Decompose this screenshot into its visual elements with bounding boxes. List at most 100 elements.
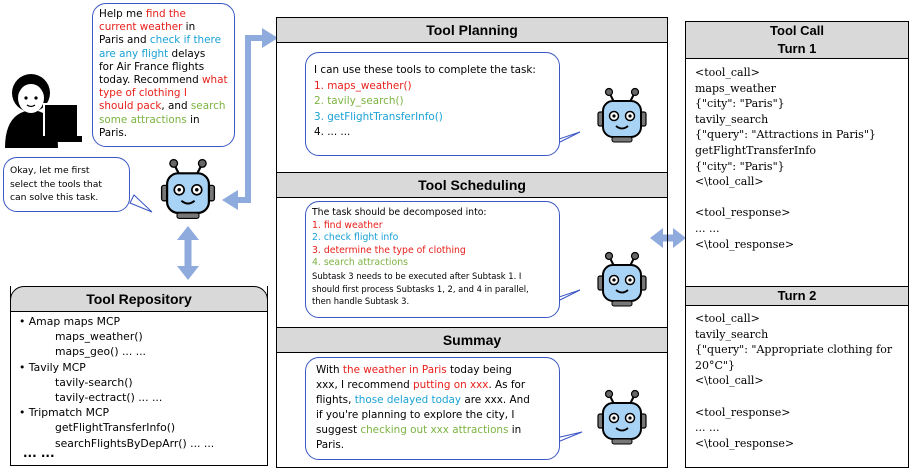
- turn1-line: {"query": "Attractions in Paris"}: [695, 128, 876, 142]
- panel-toolcall-arrow: [650, 228, 686, 248]
- repository-tool-name: maps_weather(): [55, 330, 143, 344]
- summary-line: With the weather in Paris today being: [316, 363, 549, 378]
- turn1-line: tavily_search: [695, 112, 769, 126]
- repository-mcp-name: • Amap maps MCP: [19, 315, 121, 328]
- user-request-line: for Air France flights: [99, 61, 228, 74]
- user-request-text: search: [190, 100, 226, 113]
- summary-text: . As for: [488, 379, 526, 392]
- summary-line: suggest checking out xxx attractions in: [316, 423, 549, 438]
- turn1-line: getFlightTransferInfo: [695, 143, 817, 157]
- turn2-line: [695, 389, 892, 405]
- user-request-text: should pack: [99, 100, 162, 113]
- turn2-line: tavily_search: [695, 327, 769, 341]
- repository-tool-name: tavily-search(): [55, 375, 133, 389]
- user-request-line: some attractions in: [99, 114, 228, 127]
- turn2-line: {"query": "Appropriate clothing for: [695, 343, 893, 357]
- turn2-header: Turn 2: [686, 286, 908, 306]
- scheduling-note-line: should first process Subtasks 1, 2, and …: [312, 283, 529, 294]
- user-request-line: should pack, and search: [99, 100, 228, 113]
- user-request-line: Paris.: [99, 127, 228, 140]
- summary-text: checking out xxx attractions: [360, 424, 509, 437]
- tool-call-title: Tool Call: [686, 22, 908, 41]
- tool-repository-panel: Tool Repository • Amap maps MCP maps_weat…: [10, 286, 268, 466]
- repository-mcp-name: • Tavily MCP: [19, 360, 86, 374]
- turn1-header: Turn 1: [686, 40, 908, 59]
- tool-planning-title: Tool Planning: [277, 18, 667, 43]
- planning-item: 2. tavily_search(): [314, 95, 404, 107]
- turn1-line: {"city": "Paris"}: [695, 97, 785, 111]
- turn2-line: <\tool_response>: [695, 436, 795, 450]
- agent-reply-line: can solve this task.: [10, 192, 99, 203]
- robot-to-planning-arrow: [229, 35, 265, 203]
- summary-text: Paris.: [316, 439, 345, 452]
- tool-scheduling-panel: Tool Scheduling: [276, 172, 668, 328]
- summary-line: xxx, I recommend putting on xxx. As for: [316, 378, 549, 393]
- user-icon: [5, 74, 82, 148]
- scheduling-bubble: The task should be decomposed into: 1. f…: [305, 201, 560, 318]
- scheduling-item: 3. determine the type of clothing: [312, 244, 466, 256]
- user-request-text: today. Recommend: [99, 74, 203, 87]
- turn2-line: ... ...: [695, 421, 720, 435]
- agent-reply-line: select the tools that: [10, 178, 102, 190]
- user-request-line: type of clothing I: [99, 87, 228, 100]
- user-request-text: delays: [168, 47, 206, 60]
- user-request-text: find the: [145, 8, 186, 20]
- summary-text: if you're planning to explore the city, …: [316, 409, 515, 422]
- tool-planning-panel: Tool Planning: [276, 17, 668, 173]
- user-request-line: are any flight delays: [99, 48, 228, 61]
- summary-text: those delayed today: [354, 394, 462, 407]
- turn2-line: 20°C"}: [695, 358, 735, 372]
- user-request-text: current weather: [99, 21, 183, 34]
- turn1-line: maps_weather: [695, 81, 776, 95]
- robot-repository-arrow: [177, 226, 199, 280]
- planning-item: 4. ... ...: [314, 126, 351, 138]
- turn1-line: <\tool_call>: [695, 175, 764, 189]
- user-request-text: what: [202, 74, 228, 87]
- turn1-line: [695, 190, 876, 206]
- planning-item: 3. getFlightTransferInfo(): [314, 110, 443, 123]
- user-request-text: , and: [161, 100, 191, 113]
- user-request-text: some attractions: [99, 113, 187, 126]
- user-request-line: current weather in: [99, 21, 228, 34]
- summary-text: today being: [446, 364, 512, 376]
- summary-line: if you're planning to explore the city, …: [316, 408, 549, 423]
- scheduling-item: 4. search attractions: [312, 257, 408, 269]
- turn2-line: <tool_response>: [695, 405, 791, 419]
- summary-line: flights, those delayed today are xxx. An…: [316, 393, 549, 408]
- user-request-line: today. Recommend what: [99, 74, 228, 87]
- user-request-text: check if there: [149, 34, 221, 47]
- agent-reply-bubble: Okay, let me first select the tools that…: [3, 157, 130, 212]
- summary-line: Paris.: [316, 438, 549, 453]
- planning-bubble: I can use these tools to complete the ta…: [305, 52, 560, 156]
- summary-title: Summay: [277, 328, 667, 353]
- user-request-text: Paris and: [99, 34, 150, 47]
- turn1-line: {"city": "Paris"}: [695, 159, 785, 173]
- summary-text: suggest: [316, 424, 361, 437]
- user-request-text: in: [182, 21, 196, 34]
- tool-scheduling-title: Tool Scheduling: [277, 173, 667, 198]
- scheduling-note-line: then handle Subtask 3.: [312, 296, 410, 307]
- user-request-line: Paris and check if there: [99, 34, 228, 47]
- repository-tool-name: searchFlightsByDepArr() ... ...: [55, 436, 215, 450]
- planning-item: 1. maps_weather(): [314, 79, 412, 92]
- summary-text: With: [316, 364, 343, 376]
- repository-ellipsis: ... ...: [23, 446, 55, 460]
- repository-tool-name: getFlightTransferInfo(): [55, 421, 176, 435]
- tool-call-panel: Tool Call Turn 1 <tool_call> maps_weather…: [685, 21, 909, 468]
- turn1-line: <tool_call>: [695, 66, 760, 79]
- scheduling-item: 2. check flight info: [312, 232, 399, 244]
- user-request-text: Help me: [99, 8, 146, 20]
- summary-text: xxx, I recommend: [316, 379, 414, 392]
- repository-mcp-name: • Tripmatch MCP: [19, 406, 110, 420]
- summary-text: putting on xxx: [413, 379, 489, 392]
- summary-text: the weather in Paris: [342, 364, 447, 376]
- planning-intro: I can use these tools to complete the ta…: [314, 64, 536, 76]
- tool-repository-title: Tool Repository: [10, 286, 268, 312]
- agent-robot-icon: [160, 158, 216, 220]
- user-request-text: in: [186, 113, 200, 126]
- turn1-line: <tool_response>: [695, 206, 791, 220]
- repository-tool-name: maps_geo() ... ...: [55, 345, 146, 359]
